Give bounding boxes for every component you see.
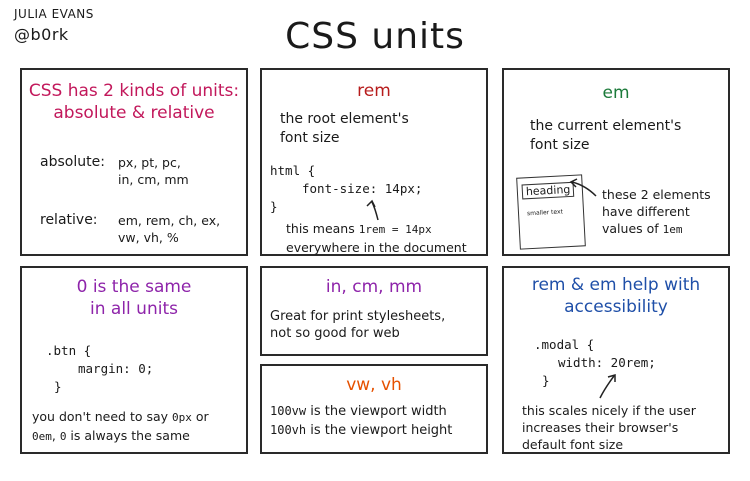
note-line: default font size [522,437,624,452]
relative-units: em, rem, ch, ex, vw, vh, % [118,212,220,246]
note-text: values of [602,221,663,236]
note-code: 1em [662,223,683,236]
code-line: } [542,373,550,388]
unit-line: in, cm, mm [118,172,189,187]
card-heading: em [602,83,630,103]
note-line: increases their browser's [522,420,679,435]
author-name: Julia Evans [14,7,94,21]
card-zero: 0 is the same in all units .btn { margin… [20,266,248,454]
absolute-units: px, pt, pc, in, cm, mm [118,154,189,188]
card-heading: CSS has 2 kinds of units: absolute & rel… [22,80,246,124]
zero-note: you don't need to say 0px or 0em, 0 is a… [32,408,209,446]
paper-heading: heading [521,181,575,200]
card-heading: rem & em help with accessibility [504,274,728,318]
card-accessibility: rem & em help with accessibility .modal … [502,266,730,454]
note-text: , [51,428,60,443]
code-line: } [54,379,62,394]
author-block: Julia Evans @b0rk [14,6,94,43]
code-line: font-size: 14px; [302,181,423,196]
absolute-label: absolute: [40,154,105,170]
viewport-description: 100vw is the viewport width 100vh is the… [270,402,452,440]
note-line: this scales nicely if the user [522,403,696,418]
code-line: } [270,199,278,214]
code-line: .modal { [534,337,595,352]
heading-line: absolute & relative [53,103,215,123]
card-em: em the current element's font size headi… [502,68,730,256]
card-heading: in, cm, mm [325,277,423,297]
unit-line: em, rem, ch, ex, [118,213,221,228]
desc-text: is the viewport height [306,423,453,438]
card-print-units: in, cm, mm Great for print stylesheets, … [260,266,488,356]
note-code: 0 [59,430,67,443]
arrow-icon [366,199,379,221]
card-viewport-units: vw, vh 100vw is the viewport width 100vh… [260,364,488,454]
zero-code: .btn { margin: 0; } [46,342,153,396]
note-line: these 2 elements [602,187,711,202]
author-handle: @b0rk [14,25,69,44]
note-line: this means 1rem = 14px [286,220,467,239]
note-text: is always the same [66,428,190,443]
card-kinds-of-units: CSS has 2 kinds of units: absolute & rel… [20,68,248,256]
desc-code: 100vh [270,423,307,437]
arrow-icon [599,374,616,399]
card-rem: rem the root element's font size html { … [260,68,488,256]
note-line: values of 1em [602,220,711,239]
note-line: everywhere in the document [286,240,467,255]
desc-line: font size [280,130,340,146]
code-line: html { [270,163,316,178]
code-line: .btn { [46,343,92,358]
desc-line: 100vw is the viewport width [270,402,452,421]
unit-line: vw, vh, % [118,230,179,245]
desc-line: the root element's [280,111,409,127]
desc-text: is the viewport width [306,404,447,419]
heading-line: accessibility [564,297,668,317]
desc-line: not so good for web [270,326,400,341]
desc-line: font size [530,137,590,153]
card-heading: 0 is the same in all units [22,276,246,320]
card-heading: rem [357,81,391,101]
desc-line: 100vh is the viewport height [270,421,452,440]
code-line: margin: 0; [78,361,154,376]
note-code: 0em [32,430,52,443]
code-line: width: 20rem; [558,355,656,370]
desc-line: Great for print stylesheets, [270,309,446,324]
note-line: have different [602,204,690,219]
desc-code: 100vw [270,404,307,418]
relative-label: relative: [40,212,98,228]
note-text: or [191,409,209,424]
arrow-icon [569,178,597,197]
heading-line: in all units [90,299,178,319]
note-line: you don't need to say 0px or [32,408,209,427]
note-line: 0em, 0 is always the same [32,427,209,446]
rem-description: the root element's font size [280,110,409,148]
desc-line: the current element's [530,118,682,134]
heading-line: 0 is the same [76,277,192,297]
heading-line: rem & em help with [531,275,701,295]
rem-code: html { font-size: 14px; } [270,162,422,216]
heading-line: CSS has 2 kinds of units: [28,81,240,101]
note-code: 0px [172,411,192,424]
note-text: you don't need to say [32,409,173,424]
em-description: the current element's font size [530,117,681,155]
print-description: Great for print stylesheets, not so good… [270,308,445,342]
access-code: .modal { width: 20rem; } [534,336,656,390]
note-code: 1rem = 14px [358,223,432,236]
rem-note: this means 1rem = 14px everywhere in the… [286,220,467,256]
em-note: these 2 elements have different values o… [602,186,711,239]
card-heading: vw, vh [346,375,402,395]
access-note: this scales nicely if the user increases… [522,402,696,453]
page-title: CSS units [285,16,465,57]
unit-line: px, pt, pc, [118,155,181,170]
paper-small-text: smaller text [526,208,564,218]
note-text: this means [286,221,359,236]
